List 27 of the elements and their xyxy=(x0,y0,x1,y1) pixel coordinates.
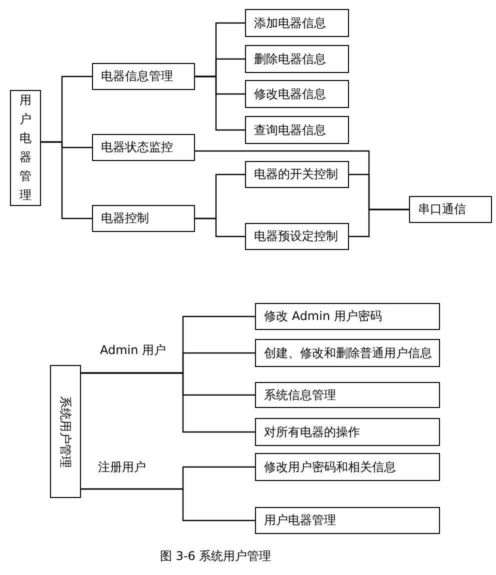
connector-line xyxy=(349,208,409,238)
connector-line xyxy=(81,372,255,433)
module-box: 电器预设定控制 xyxy=(245,223,349,250)
connector-line xyxy=(81,488,255,522)
connector-line xyxy=(41,141,92,220)
branch-label: 注册用户 xyxy=(98,459,146,476)
connector-line xyxy=(195,218,245,238)
module-box: 电器控制 xyxy=(92,205,195,232)
module-box: 用户电器管理 xyxy=(10,90,41,206)
figure-caption: 图 3-6 系统用户管理 xyxy=(160,548,272,565)
module-box: 用户电器管理 xyxy=(255,507,440,534)
module-box: 查询电器信息 xyxy=(245,116,349,144)
module-box: 对所有电器的操作 xyxy=(255,418,440,446)
module-box: 电器信息管理 xyxy=(92,63,195,90)
module-box: 修改电器信息 xyxy=(245,80,349,108)
module-box: 添加电器信息 xyxy=(245,9,349,37)
module-box: 电器状态监控 xyxy=(92,134,195,161)
module-box: 系统用户管理 xyxy=(50,365,81,498)
module-box: 电器的开关控制 xyxy=(245,161,349,188)
module-box: 串口通信 xyxy=(409,196,492,223)
module-box: 修改用户密码和相关信息 xyxy=(255,453,440,481)
module-box: 修改 Admin 用户密码 xyxy=(255,303,440,330)
module-box: 删除电器信息 xyxy=(245,45,349,73)
module-box: 系统信息管理 xyxy=(255,382,440,408)
module-box: 创建、修改和删除普通用户信息 xyxy=(255,339,440,367)
branch-label: Admin 用户 xyxy=(100,342,166,359)
connector-line xyxy=(195,76,245,131)
